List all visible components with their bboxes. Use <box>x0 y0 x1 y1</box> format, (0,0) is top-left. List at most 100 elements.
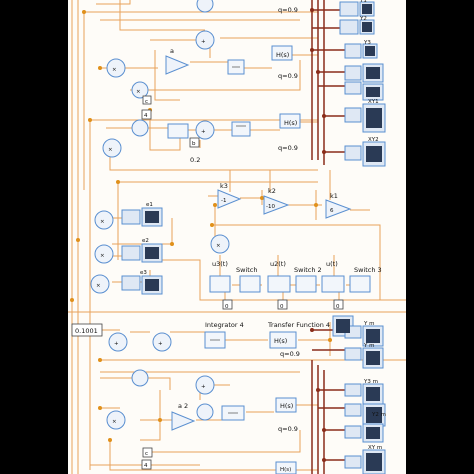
k3-value: -1 <box>221 198 226 204</box>
scope-label: Y3 m <box>363 379 378 385</box>
transfer-function-label: H(s) <box>280 402 293 410</box>
scope-label: XY1 <box>368 99 379 105</box>
e1-label: e1 <box>146 202 153 208</box>
svg-text:+: + <box>114 341 119 347</box>
zero-label: 0 <box>336 304 340 310</box>
bus-junction-dots <box>310 8 326 462</box>
value-0-2-label: 0.2 <box>190 156 200 164</box>
scope-label: Y2 <box>359 16 367 22</box>
svg-text:×: × <box>112 419 117 425</box>
transfer-function-block <box>279 113 301 129</box>
scope-label: Y2 m <box>371 412 386 418</box>
const-4-label: 4 <box>144 113 148 119</box>
switch-block <box>209 275 231 293</box>
svg-text:+: + <box>158 341 163 347</box>
b-label: b <box>192 141 196 147</box>
svg-text:×: × <box>108 147 113 153</box>
gain-k2 <box>263 195 290 215</box>
left-black-bar <box>0 0 68 474</box>
source-block <box>239 275 261 293</box>
k2-value: -10 <box>266 204 275 210</box>
k1-value: 6 <box>330 208 334 214</box>
scope-label: Y3 <box>363 40 371 46</box>
gain-a <box>165 55 190 75</box>
product-block <box>167 123 189 139</box>
k1-label: k1 <box>330 192 338 200</box>
gain-a2 <box>171 411 196 431</box>
q-label: q=0.9 <box>278 72 298 80</box>
transfer-function-4-block <box>269 331 297 349</box>
svg-text:×: × <box>96 283 101 289</box>
scope-label: Y m <box>363 321 374 327</box>
sum-block <box>195 375 215 395</box>
u-label: u(t) <box>326 260 338 268</box>
gain-k1 <box>325 199 352 219</box>
gain-blocks <box>165 55 352 431</box>
svg-text:×: × <box>100 219 105 225</box>
switch-2-block <box>267 275 291 293</box>
constant-0-1001-label: 0.1001 <box>75 327 98 335</box>
sum-block <box>106 58 126 78</box>
svg-text:×: × <box>136 89 141 95</box>
q-label: q=0.9 <box>278 425 298 433</box>
product-block <box>210 234 230 254</box>
summation-blocks <box>90 0 230 430</box>
transfer-function-label: H(s) <box>274 337 287 345</box>
sum-block <box>131 81 149 99</box>
gain-a-label: a <box>170 47 174 55</box>
integrator-4-label: Integrator 4 <box>205 321 244 329</box>
constant-blocks <box>71 95 344 470</box>
sum-block <box>131 369 149 387</box>
u2-label: u2(t) <box>270 260 286 268</box>
const-4-label: 4 <box>144 463 148 469</box>
switch-2-label: Switch 2 <box>294 266 322 274</box>
svg-text:+: + <box>201 39 206 45</box>
q-label: q=0.9 <box>280 350 300 358</box>
transfer-function-label: H(s) <box>276 51 289 59</box>
k2-label: k2 <box>268 187 276 195</box>
function-blocks <box>167 45 371 474</box>
transfer-function-block <box>275 397 297 413</box>
sum-block <box>195 30 215 50</box>
svg-text:+: + <box>201 384 206 390</box>
right-black-bar <box>406 0 474 474</box>
sum-block <box>131 119 149 137</box>
source-block <box>349 275 371 293</box>
svg-text:+: + <box>201 129 206 135</box>
sum-block <box>90 274 110 294</box>
sum-block <box>102 138 122 158</box>
c-label: c <box>145 451 148 457</box>
transfer-function-block <box>275 461 297 474</box>
sum-block <box>196 0 214 13</box>
q-label: q=0.9 <box>278 6 298 14</box>
sum-block <box>195 120 215 140</box>
transfer-function-label: H(s) <box>280 467 291 473</box>
zero-label: 0 <box>225 304 229 310</box>
sum-block <box>94 210 114 230</box>
gain-k3 <box>217 189 242 209</box>
sum-block <box>108 332 128 352</box>
switch-3-label: Switch 3 <box>354 266 382 274</box>
scope-label: Y1 <box>359 0 367 4</box>
k3-label: k3 <box>220 182 228 190</box>
e2-label: e2 <box>142 238 149 244</box>
c-label: c <box>145 99 148 105</box>
zero-label: 0 <box>280 304 284 310</box>
sum-block <box>196 403 214 421</box>
switch-3-block <box>321 275 345 293</box>
q-label: q=0.9 <box>278 144 298 152</box>
scope-label: Y m <box>363 343 374 349</box>
integrator-symbols <box>210 66 246 414</box>
sum-block <box>94 244 114 264</box>
sum-block <box>106 410 126 430</box>
svg-text:×: × <box>112 67 117 73</box>
u3-label: u3(t) <box>212 260 228 268</box>
source-block <box>295 275 317 293</box>
transfer-function-label: H(s) <box>284 119 297 127</box>
scope-label: XY2 <box>368 137 379 143</box>
scope-blocks <box>121 1 386 474</box>
scope-label: XY m <box>368 445 382 451</box>
transfer-function-block <box>271 45 293 61</box>
sum-block <box>152 332 172 352</box>
